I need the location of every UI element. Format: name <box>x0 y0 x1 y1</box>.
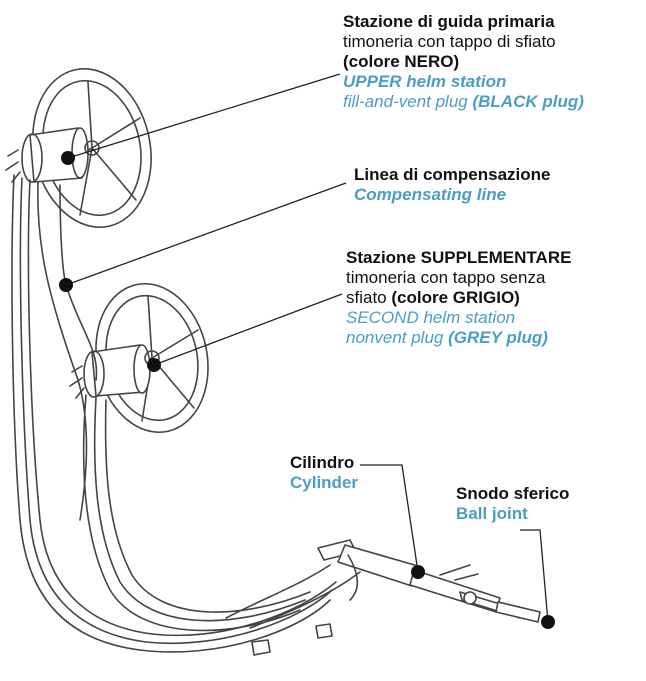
upper-desc-en: fill-and-vent plug <box>343 92 468 111</box>
upper-plug-marker <box>61 151 75 165</box>
second-desc-it-1: timoneria con tappo senza <box>346 268 546 287</box>
cylinder-title-en: Cylinder <box>290 473 359 492</box>
second-title-en: SECOND helm station <box>346 308 516 327</box>
upper-color-en: (BLACK plug) <box>472 92 584 111</box>
upper-title-it: Stazione di guida primaria <box>343 12 555 31</box>
cylinder-assembly <box>317 539 541 623</box>
upper-title-en: UPPER helm station <box>343 72 507 91</box>
markers <box>59 151 555 629</box>
second-plug-marker <box>147 358 161 372</box>
compensating-title-it: Linea di compensazione <box>354 165 551 184</box>
compensating-line-label: Linea di compensazione Compensating line <box>354 165 551 205</box>
upper-helm-pump <box>5 127 100 183</box>
second-color-it: (colore GRIGIO) <box>391 288 520 307</box>
compensating-line-marker <box>59 278 73 292</box>
upper-color-it: (colore NERO) <box>343 52 460 71</box>
second-helm-label: Stazione SUPPLEMENTARE timoneria con tap… <box>346 248 571 348</box>
second-desc-en: nonvent plug <box>346 328 444 347</box>
second-color-en: (GREY plug) <box>448 328 548 347</box>
balljoint-title-en: Ball joint <box>456 504 528 523</box>
upper-desc-it: timoneria con tappo di sfiato <box>343 32 556 51</box>
second-desc-it-2: sfiato <box>346 288 387 307</box>
ball-joint-marker <box>541 615 555 629</box>
compensating-title-en: Compensating line <box>354 185 507 204</box>
balljoint-title-it: Snodo sferico <box>456 484 570 503</box>
upper-helm-wheel <box>32 68 152 228</box>
ball-joint-label: Snodo sferico Ball joint <box>456 484 569 524</box>
leader-lines <box>65 73 549 623</box>
upper-helm-label: Stazione di guida primaria timoneria con… <box>343 12 584 112</box>
cylinder-marker <box>411 565 425 579</box>
hydraulic-hoses <box>11 174 361 656</box>
second-title-it: Stazione SUPPLEMENTARE <box>346 248 572 267</box>
cylinder-label: Cilindro Cylinder <box>290 453 358 493</box>
second-helm-pump <box>69 344 160 399</box>
cylinder-title-it: Cilindro <box>290 453 355 472</box>
